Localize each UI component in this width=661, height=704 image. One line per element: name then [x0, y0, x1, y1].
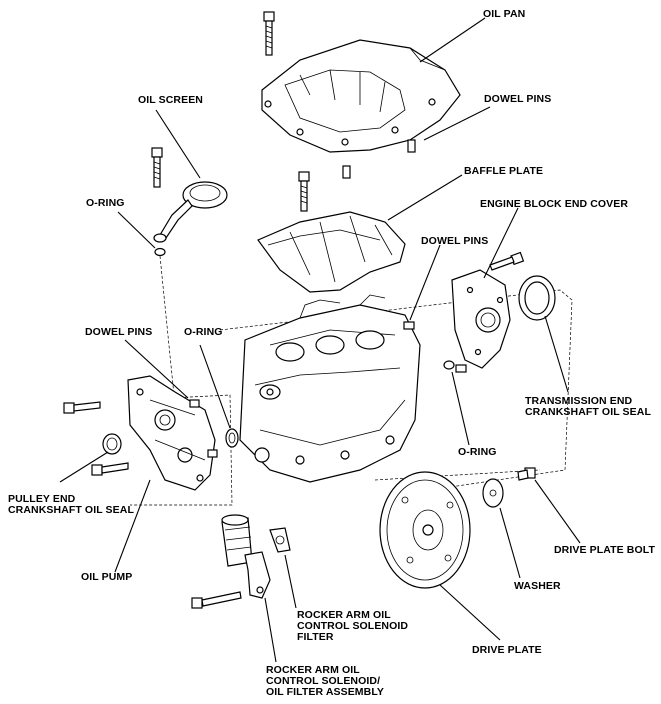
- o-ring: [154, 247, 166, 257]
- oil-pan: [261, 39, 461, 153]
- end-cover-bolt: [489, 251, 525, 271]
- oil-pump: [127, 375, 233, 506]
- label-o-ring-left: O-RING: [86, 197, 125, 209]
- engine-block-end-cover: [451, 269, 511, 369]
- label-pulley-end-crankshaft-oil-seal: PULLEY END CRANKSHAFT OIL SEAL: [8, 493, 134, 516]
- o-ring: [443, 360, 455, 370]
- pulley-crankshaft-oil-seal: [102, 433, 122, 455]
- drive-plate: [374, 469, 541, 589]
- dowel-pin: [455, 364, 467, 373]
- oil-pump-bolt: [63, 401, 101, 414]
- oil-pump-bolt: [91, 462, 129, 476]
- baffle-plate: [257, 211, 406, 293]
- solenoid-bolt: [191, 591, 242, 609]
- oil-screen: [153, 181, 228, 243]
- label-o-ring-center: O-RING: [184, 326, 223, 338]
- drive-plate-bolt: [517, 467, 536, 481]
- label-washer: WASHER: [514, 580, 561, 592]
- label-oil-pump: OIL PUMP: [81, 571, 133, 583]
- label-dowel-pins-right: DOWEL PINS: [421, 235, 489, 247]
- rocker-arm-oil-control-solenoid-filter: [269, 527, 291, 553]
- dowel-pin: [403, 321, 415, 330]
- label-rocker-arm-oil-control-solenoid-oil-filter-assembly: ROCKER ARM OIL CONTROL SOLENOID/ OIL FIL…: [266, 664, 384, 698]
- label-dowel-pins-top: DOWEL PINS: [484, 93, 552, 105]
- solenoid-oil-filter-assembly: [221, 514, 271, 599]
- washer: [482, 478, 504, 508]
- label-transmission-end-crankshaft-oil-seal: TRANSMISSION END CRANKSHAFT OIL SEAL: [525, 395, 651, 418]
- label-dowel-pins-left: DOWEL PINS: [85, 326, 153, 338]
- o-ring: [225, 428, 239, 448]
- label-o-ring-right: O-RING: [458, 446, 497, 458]
- label-baffle-plate: BAFFLE PLATE: [464, 165, 544, 177]
- engine-block: [219, 289, 573, 491]
- dowel-pin: [342, 165, 351, 179]
- baffle-plate-bolt: [298, 171, 310, 212]
- label-rocker-arm-oil-control-solenoid-filter: ROCKER ARM OIL CONTROL SOLENOID FILTER: [297, 609, 409, 643]
- label-drive-plate-bolt: DRIVE PLATE BOLT: [554, 544, 655, 556]
- label-oil-pan: OIL PAN: [483, 8, 526, 20]
- dowel-pin: [407, 139, 416, 153]
- transmission-crankshaft-oil-seal: [518, 275, 556, 321]
- label-oil-screen: OIL SCREEN: [138, 94, 203, 106]
- label-drive-plate: DRIVE PLATE: [472, 644, 542, 656]
- dowel-pin: [189, 399, 200, 408]
- oil-screen-bolt: [151, 147, 163, 188]
- label-engine-block-end-cover: ENGINE BLOCK END COVER: [480, 198, 629, 210]
- oil-pan-bolt: [263, 11, 275, 56]
- dowel-pin: [207, 449, 218, 458]
